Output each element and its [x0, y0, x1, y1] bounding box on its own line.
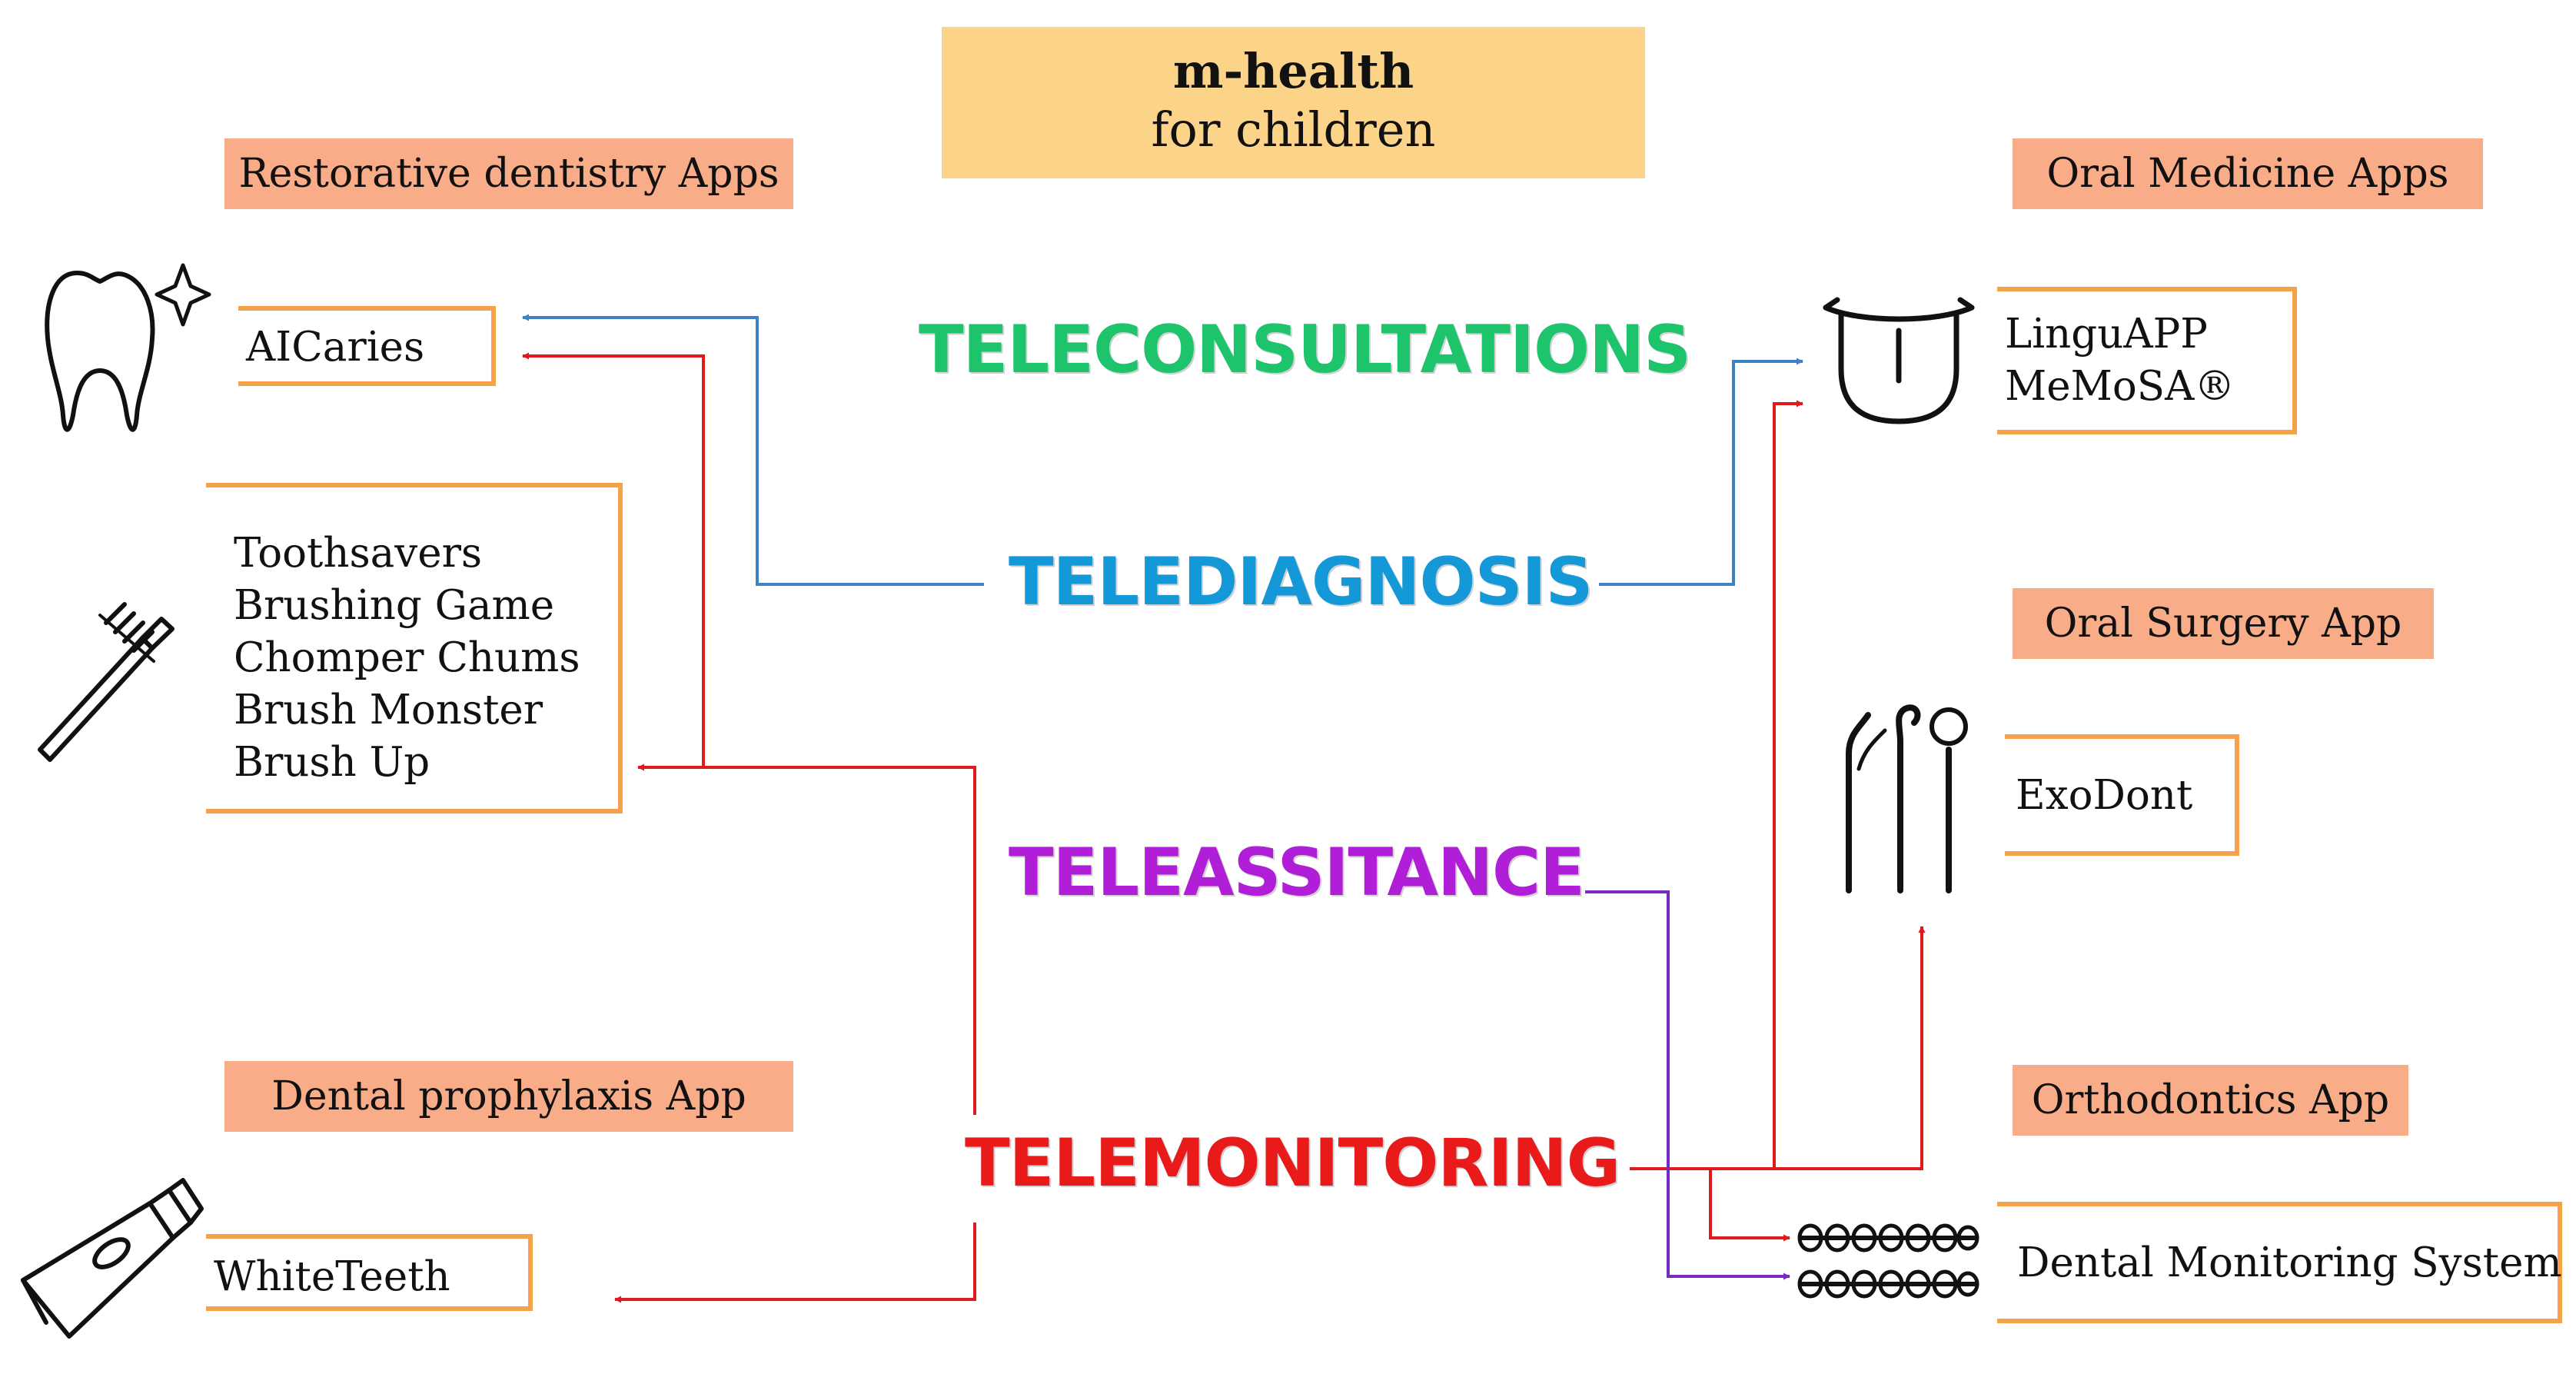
- service-teleconsultations: TELECONSULTATIONS: [919, 311, 1691, 388]
- app-name: Brushing Game: [234, 582, 555, 629]
- category-oral-medicine: Oral Medicine Apps: [2013, 138, 2483, 209]
- category-oral-surgery: Oral Surgery App: [2013, 588, 2434, 659]
- arrow-telemonitoring-to-whiteteeth: [614, 1223, 976, 1303]
- app-box-prophylaxis: WhiteTeeth: [206, 1234, 533, 1311]
- title-box: m-health for children: [942, 27, 1645, 178]
- app-name: Dental Monitoring System: [2017, 1239, 2562, 1286]
- title-line-1: m-health: [1172, 43, 1414, 99]
- app-box-restorative: AICaries: [238, 306, 496, 386]
- title-line-2: for children: [1151, 101, 1436, 158]
- category-restorative-dentistry: Restorative dentistry Apps: [224, 138, 793, 209]
- category-dental-prophylaxis: Dental prophylaxis App: [224, 1061, 793, 1132]
- app-name: Toothsavers: [234, 530, 483, 577]
- toothbrush-icon: [38, 602, 175, 762]
- arrow-telemonitoring-to-linguapp: [1630, 400, 1803, 1170]
- arrow-telemonitoring-to-aicaries: [522, 352, 705, 767]
- arrow-telemonitoring-to-exodont: [1774, 926, 1926, 1170]
- app-name: Brush Up: [234, 739, 430, 786]
- app-box-oral-medicine: LinguAPP MeMoSA®: [1997, 287, 2297, 434]
- tongue-icon: [1823, 297, 1975, 424]
- arrow-telemonitoring-to-braces-upper: [1709, 1169, 1790, 1242]
- app-name: LinguAPP: [2005, 311, 2208, 358]
- tooth-icon: [45, 263, 211, 432]
- app-box-brushing: Toothsavers Brushing Game Chomper Chums …: [206, 483, 623, 813]
- app-box-oral-surgery: ExoDont: [2005, 734, 2239, 856]
- arrow-telediagnosis-to-linguapp: [1599, 358, 1803, 586]
- service-telediagnosis: TELEDIAGNOSIS: [1009, 544, 1593, 620]
- dental-instruments-icon: [1846, 704, 1968, 893]
- app-name: AICaries: [246, 324, 425, 371]
- app-name: MeMoSA®: [2005, 363, 2235, 410]
- app-name: Chomper Chums: [234, 634, 580, 681]
- app-name: ExoDont: [2016, 772, 2193, 819]
- arrow-teleassistance-to-braces-lower: [1585, 890, 1790, 1280]
- braces-icon: [1797, 1223, 1979, 1299]
- service-telemonitoring: TELEMONITORING: [965, 1125, 1620, 1202]
- app-name: Brush Monster: [234, 687, 543, 734]
- app-name: WhiteTeeth: [214, 1253, 450, 1300]
- category-orthodontics: Orthodontics App: [2013, 1065, 2408, 1136]
- app-box-orthodontics: Dental Monitoring System: [1997, 1202, 2562, 1323]
- service-teleassistance: TELEASSITANCE: [1009, 834, 1585, 911]
- arrow-telemonitoring-to-brushing-apps: [637, 764, 976, 1115]
- toothpaste-icon: [21, 1178, 204, 1339]
- arrow-telediagnosis-to-aicaries: [522, 314, 984, 586]
